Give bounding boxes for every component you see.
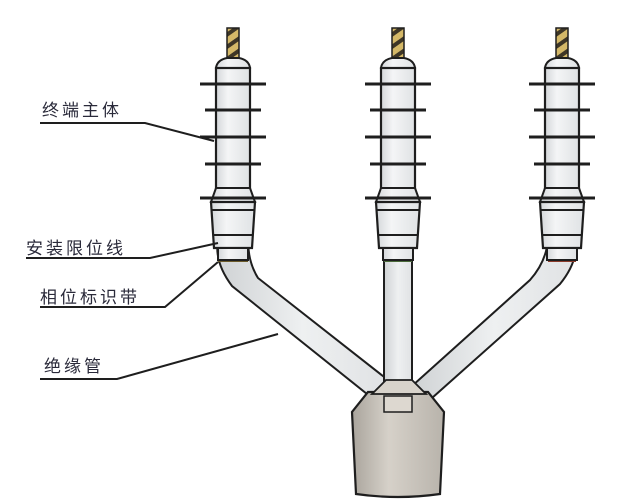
label-insulating-tube: 绝缘管 (44, 357, 104, 377)
label-phase-marking-band: 相位标识带 (40, 288, 140, 308)
insulating-tube-left (216, 239, 390, 400)
insulating-tube-right (410, 239, 578, 400)
insulating-tube-center (383, 239, 413, 397)
leader-phase-band (40, 261, 219, 308)
terminal-center (363, 26, 433, 262)
leader-insulating-tube (40, 333, 279, 380)
label-terminal-body: 终端主体 (42, 101, 122, 121)
breakout-boot (350, 390, 446, 499)
terminal-right (527, 26, 597, 262)
leader-terminal-body (40, 122, 215, 142)
label-install-limit-line: 安装限位线 (26, 239, 126, 259)
terminal-left (198, 26, 268, 262)
leader-install-limit (26, 242, 219, 259)
